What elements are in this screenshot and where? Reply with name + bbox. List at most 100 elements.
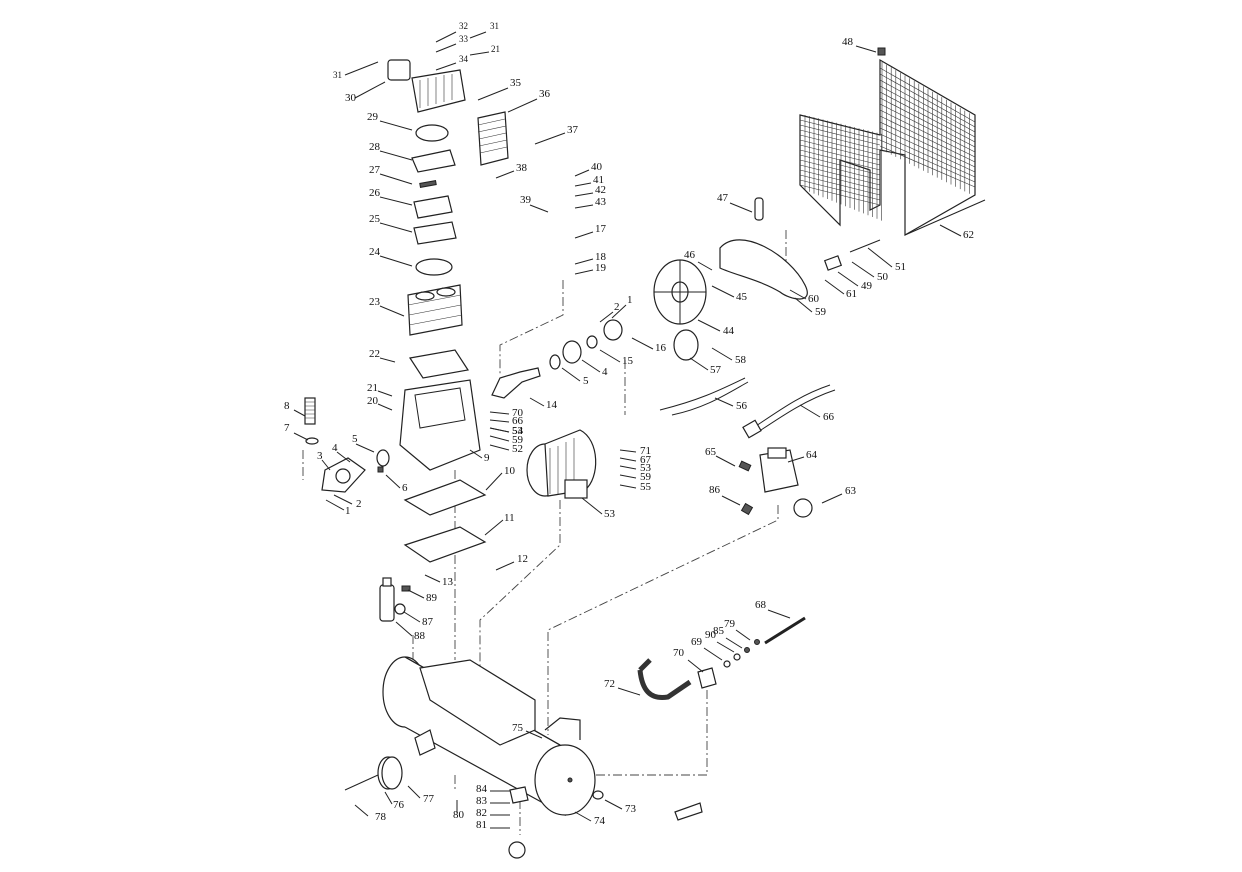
callout-leader — [379, 305, 405, 317]
callout-leader — [321, 459, 331, 471]
callout-leader — [867, 247, 893, 268]
callout-leader — [581, 497, 603, 515]
callout-number-68: 68 — [755, 599, 767, 611]
callout-leader — [379, 173, 413, 185]
electric-motor — [526, 429, 597, 499]
callout-number-41: 41 — [593, 174, 604, 186]
pump-side-parts — [304, 397, 390, 493]
callout-leader — [424, 574, 441, 583]
callout-number-2: 2 — [356, 498, 362, 510]
callout-number-11: 11 — [504, 512, 515, 524]
callout-leader — [599, 349, 621, 363]
callout-number-46: 46 — [684, 249, 696, 261]
callout-number-22: 22 — [369, 348, 380, 360]
callout-number-48: 48 — [842, 36, 854, 48]
callout-number-56: 56 — [736, 400, 748, 412]
callout-leader — [574, 182, 592, 187]
callout-number-32: 32 — [459, 21, 468, 31]
callout-number-80: 80 — [453, 809, 465, 821]
callout-number-52: 52 — [512, 443, 523, 455]
callout-leader — [689, 357, 709, 371]
callout-number-15: 15 — [622, 355, 634, 367]
callout-number-1: 1 — [345, 505, 351, 517]
callout-number-44: 44 — [723, 325, 735, 337]
fitting-90 — [674, 802, 703, 821]
callout-number-14: 14 — [546, 399, 558, 411]
callout-leader — [619, 474, 637, 479]
air-tank — [382, 656, 604, 817]
callout-number-72: 72 — [604, 678, 615, 690]
callout-number-19: 19 — [595, 262, 607, 274]
callout-leader — [293, 409, 306, 417]
callout-leader — [939, 224, 962, 237]
callout-leader — [484, 519, 504, 536]
callout-number-2: 2 — [614, 301, 620, 313]
callout-leader — [599, 311, 614, 323]
callout-leader — [403, 611, 421, 623]
callout-number-82: 82 — [476, 807, 487, 819]
callout-number-7: 7 — [284, 422, 290, 434]
callout-number-27: 27 — [369, 164, 381, 176]
callout-leader — [697, 319, 721, 332]
callout-leader — [377, 403, 393, 411]
callout-leader — [534, 132, 566, 145]
callout-labels: 1234567891011121314151617181920212223242… — [284, 21, 974, 831]
callout-number-18: 18 — [595, 251, 607, 263]
delivery-hose — [637, 616, 806, 701]
callout-number-35: 35 — [510, 77, 522, 89]
callout-number-29: 29 — [367, 111, 379, 123]
callout-leader — [489, 444, 510, 451]
callout-number-31: 31 — [333, 70, 342, 80]
callout-number-75: 75 — [512, 722, 524, 734]
callout-number-88: 88 — [414, 630, 426, 642]
callout-number-43: 43 — [595, 196, 607, 208]
callout-leader — [574, 169, 590, 177]
callout-number-12: 12 — [517, 553, 528, 565]
callout-number-17: 17 — [595, 223, 607, 235]
callout-leader — [617, 687, 641, 696]
callout-leader — [581, 359, 601, 373]
callout-leader — [619, 484, 637, 489]
callout-leader — [703, 647, 723, 661]
callout-number-31: 31 — [490, 21, 499, 31]
callout-number-64: 64 — [806, 449, 818, 461]
callout-number-33: 33 — [459, 34, 469, 44]
callout-number-50: 50 — [877, 271, 889, 283]
callout-leader — [435, 31, 457, 43]
callout-leader — [711, 347, 733, 361]
callout-number-53: 53 — [640, 462, 652, 474]
callout-number-23: 23 — [369, 296, 381, 308]
callout-number-37: 37 — [567, 124, 579, 136]
callout-leader — [525, 730, 543, 739]
callout-number-5: 5 — [352, 433, 358, 445]
callout-leader — [767, 609, 791, 619]
callout-leader — [354, 804, 369, 817]
callout-number-36: 36 — [539, 88, 551, 100]
callout-leader — [574, 258, 594, 265]
callout-number-59: 59 — [640, 471, 652, 483]
callout-leader — [837, 271, 859, 287]
callout-number-4: 4 — [332, 442, 338, 454]
callout-leader — [477, 87, 509, 101]
callout-leader — [714, 397, 734, 407]
callout-number-66: 66 — [823, 411, 835, 423]
callout-leader — [507, 98, 538, 113]
callout-leader — [574, 192, 594, 197]
callout-leader — [469, 449, 483, 459]
callout-leader — [489, 435, 510, 442]
callout-leader — [435, 62, 457, 71]
callout-number-39: 39 — [520, 194, 532, 206]
callout-number-73: 73 — [625, 803, 637, 815]
callout-number-57: 57 — [710, 364, 722, 376]
callout-number-54: 54 — [512, 425, 524, 437]
callout-leader — [529, 397, 545, 407]
callout-number-8: 8 — [284, 400, 290, 412]
callout-number-10: 10 — [504, 465, 516, 477]
cables — [659, 377, 836, 439]
callout-leader — [495, 561, 515, 571]
callout-number-24: 24 — [369, 246, 381, 258]
callout-leader — [824, 279, 845, 295]
callout-leader — [716, 641, 735, 653]
callout-leader — [725, 637, 743, 649]
